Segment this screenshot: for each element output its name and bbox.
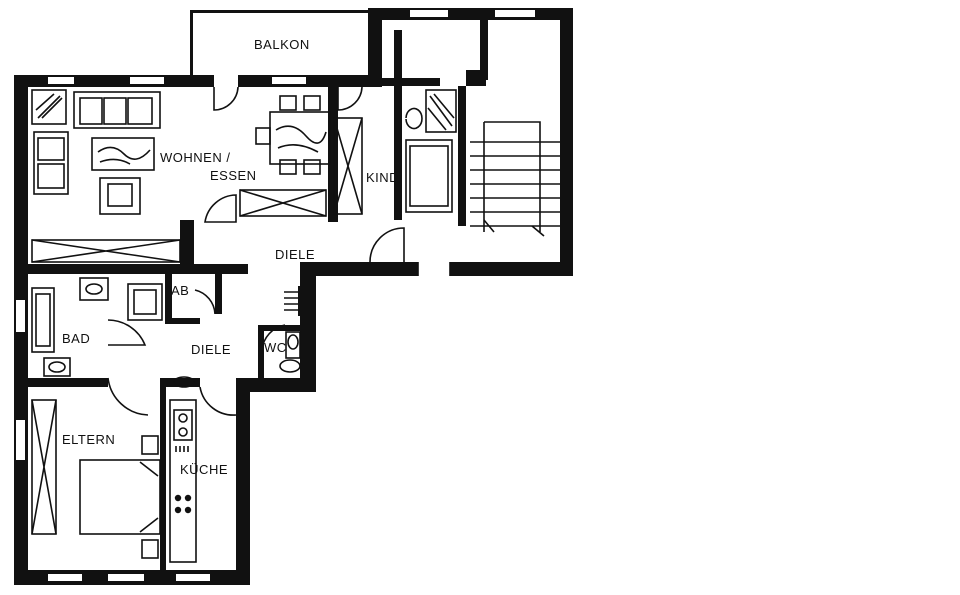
label-wc: WC — [264, 340, 287, 355]
wall-east-mid — [300, 262, 316, 392]
door-kind-balkon — [337, 86, 363, 111]
door-ab — [194, 289, 216, 315]
wall-living-stub — [180, 220, 194, 274]
label-essen: ESSEN — [210, 168, 257, 183]
entrance-door — [417, 262, 451, 276]
label-balkon: BALKON — [254, 37, 310, 52]
wall-south-diele — [300, 262, 418, 276]
label-diele-lower: DIELE — [191, 342, 232, 357]
door-kueche — [199, 386, 237, 416]
label-ab: AB — [171, 283, 190, 298]
wall-ab-east — [215, 274, 222, 314]
wall-wc-west — [258, 325, 264, 381]
wall-wc-top — [258, 325, 304, 331]
label-eltern: ELTERN — [62, 432, 116, 447]
stove-burners — [174, 286, 302, 514]
door-wc — [261, 324, 286, 351]
door-bad — [107, 319, 147, 346]
door-living-balkon — [213, 86, 239, 111]
label-kueche: KÜCHE — [180, 462, 229, 477]
wall-ab-west — [165, 274, 172, 324]
wall-east — [560, 8, 573, 276]
wall-bad-bottom — [28, 378, 108, 387]
label-bad: BAD — [62, 331, 91, 346]
wall-kind-east — [394, 30, 402, 220]
walls — [14, 8, 573, 585]
windows — [16, 10, 535, 581]
balkon-rail-north — [190, 10, 370, 13]
label-wohnen: WOHNEN / — [160, 150, 231, 165]
label-diele-upper: DIELE — [275, 247, 316, 262]
wall-ab-bottom — [165, 318, 200, 324]
wall-kind-west — [328, 87, 338, 222]
wall-stair-divider — [480, 20, 488, 80]
wall-bad-top — [28, 264, 248, 274]
furniture — [31, 86, 560, 563]
wall-stair-west — [458, 86, 466, 226]
balkon-rail-west — [190, 10, 193, 78]
door-kind — [369, 227, 405, 263]
door-living — [204, 194, 237, 223]
wall-kind-top — [380, 78, 440, 86]
wall-step-lower — [236, 378, 316, 392]
wall-north-top — [368, 8, 573, 20]
wall-kitchen-top — [160, 378, 200, 387]
wall-north-living — [14, 75, 214, 87]
wall-north-step — [368, 8, 382, 87]
label-kind: KIND — [366, 170, 400, 185]
door-eltern — [107, 377, 149, 416]
wall-east-lower — [236, 378, 250, 583]
wall-kitchen-west — [160, 378, 166, 573]
wall-south-stair — [450, 262, 573, 276]
